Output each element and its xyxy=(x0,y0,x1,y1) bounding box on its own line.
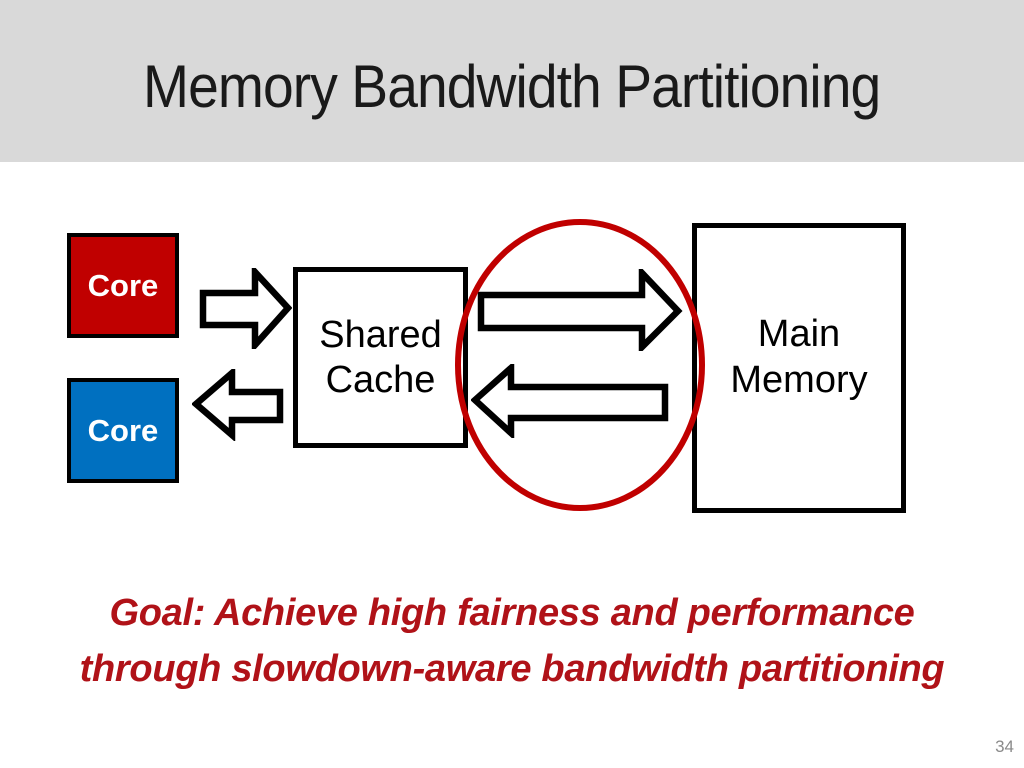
core-top-label: Core xyxy=(87,267,159,303)
goal-text: Goal: Achieve high fairness and performa… xyxy=(0,585,1024,697)
main-memory-line2: Memory xyxy=(730,359,868,401)
arrow-right-icon xyxy=(477,269,683,351)
arrow-left-icon xyxy=(471,364,669,438)
slide-title-text: Memory Bandwidth Partitioning xyxy=(143,53,881,120)
goal-line1: Goal: Achieve high fairness and performa… xyxy=(109,592,915,634)
highlight-ellipse-icon xyxy=(455,219,705,511)
shared-cache-box: Shared Cache xyxy=(293,267,468,448)
arrow-left-icon xyxy=(192,369,284,441)
arrow-right-icon xyxy=(199,268,292,349)
main-memory-label: Main Memory xyxy=(730,311,867,403)
slide-title: Memory Bandwidth Partitioning xyxy=(0,52,1024,121)
core-bottom-label: Core xyxy=(87,412,159,448)
core-box-bottom: Core xyxy=(67,378,179,483)
core-box-top: Core xyxy=(67,233,179,338)
highlight-ellipse xyxy=(455,219,705,511)
main-memory-box: Main Memory xyxy=(692,223,906,513)
shared-cache-line1: Shared xyxy=(319,313,442,356)
shared-cache-line2: Cache xyxy=(325,358,436,401)
page-number: 34 xyxy=(995,737,1014,756)
title-band: Memory Bandwidth Partitioning xyxy=(0,0,1024,162)
main-memory-line1: Main xyxy=(757,313,841,355)
shared-cache-label: Shared Cache xyxy=(319,313,442,403)
goal-line2: through slowdown-aware bandwidth partiti… xyxy=(79,648,945,690)
